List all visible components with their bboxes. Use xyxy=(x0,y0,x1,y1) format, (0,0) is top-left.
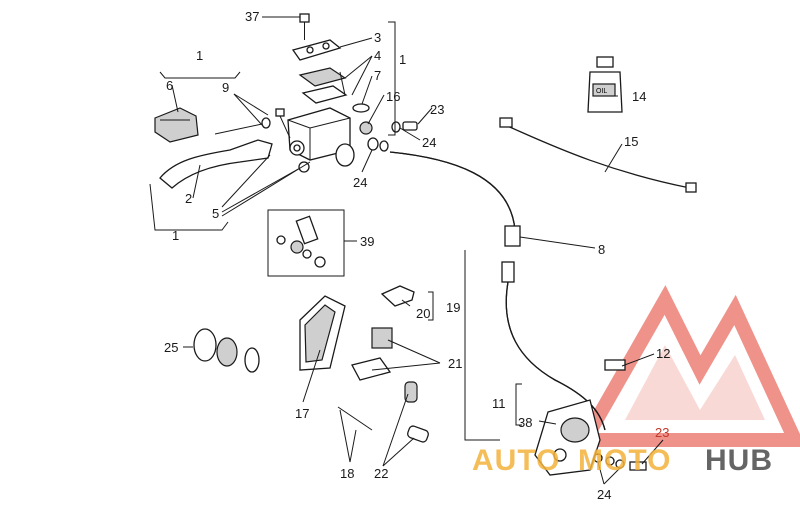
watermark-auto: AUTO xyxy=(472,444,560,477)
callout-16: 16 xyxy=(386,89,400,104)
watermark-triangle-icon xyxy=(572,285,800,447)
callout-4: 4 xyxy=(374,48,381,63)
cylinder-bore xyxy=(335,143,355,167)
bottle-label-text: OIL xyxy=(596,88,607,95)
callout-24-bottom: 24 xyxy=(597,487,611,502)
callout-25: 25 xyxy=(164,340,178,355)
reservoir-gasket-part xyxy=(301,85,348,104)
piston-kit-39 xyxy=(267,209,345,277)
bolt-23b-part xyxy=(629,461,647,471)
callout-8: 8 xyxy=(598,242,605,257)
callout-22: 22 xyxy=(374,466,388,481)
callout-11: 11 xyxy=(492,396,506,411)
switch-wire-15 xyxy=(499,117,697,193)
callout-6: 6 xyxy=(166,78,173,93)
washer-16-part xyxy=(359,121,373,135)
brake-lever-2-part xyxy=(159,139,273,189)
callout-9: 9 xyxy=(222,80,229,95)
callout-12: 12 xyxy=(656,346,670,361)
callout-21: 21 xyxy=(448,356,462,371)
bolt-23-part xyxy=(402,121,418,131)
callout-37: 37 xyxy=(245,9,259,24)
hose-fitting-part xyxy=(504,225,521,247)
pad-spring-21-part xyxy=(371,327,393,349)
watermark-inner-triangle-icon xyxy=(625,345,765,420)
callout-3: 3 xyxy=(374,30,381,45)
seal-7-part xyxy=(352,103,370,113)
watermark-moto: MOTO xyxy=(578,444,671,477)
callout-1-top-right: 1 xyxy=(399,52,406,67)
callout-19: 19 xyxy=(446,300,460,315)
screw-5-part xyxy=(275,108,285,117)
callout-24-top-left: 24 xyxy=(353,175,367,190)
brake-lever-group xyxy=(154,107,310,189)
callout-20: 20 xyxy=(416,306,430,321)
callout-2: 2 xyxy=(185,191,192,206)
leader-lines xyxy=(149,16,664,485)
master-cylinder-assembly xyxy=(287,13,418,167)
callout-23-top: 23 xyxy=(430,102,444,117)
seal-25a-part xyxy=(193,328,217,362)
callout-38: 38 xyxy=(518,415,532,430)
reservoir-cap-part xyxy=(298,67,347,87)
callout-1-top-left: 1 xyxy=(196,48,203,63)
screw-37-head xyxy=(299,13,310,23)
callout-17: 17 xyxy=(295,406,309,421)
brake-hose-8 xyxy=(389,151,606,431)
callout-labels: 37 3 4 7 1 1 1 6 9 16 23 24 24 2 5 14 15… xyxy=(164,9,670,502)
callout-24-top-right: 24 xyxy=(422,135,436,150)
callout-18: 18 xyxy=(340,466,354,481)
clamp-3-part xyxy=(291,39,342,61)
bolt-12-part xyxy=(604,359,626,371)
callout-23-bottom: 23 xyxy=(655,425,669,440)
brake-fluid-bottle-14: OIL xyxy=(587,56,623,113)
caliper-parts xyxy=(193,285,647,476)
bottle-cap-part xyxy=(596,56,614,68)
bleeder-19-part xyxy=(380,285,415,307)
watermark-text: AUTO MOTO HUB xyxy=(472,444,773,477)
lever-bracket-6-part xyxy=(154,107,199,143)
bush-22-part xyxy=(404,381,418,403)
callout-5: 5 xyxy=(212,206,219,221)
callout-39: 39 xyxy=(360,234,374,249)
callout-1-bottom-left: 1 xyxy=(172,228,179,243)
callout-7: 7 xyxy=(374,68,381,83)
watermark-hub: HUB xyxy=(705,444,773,477)
callout-14: 14 xyxy=(632,89,646,104)
watermark-logo xyxy=(572,285,800,447)
callout-15: 15 xyxy=(624,134,638,149)
